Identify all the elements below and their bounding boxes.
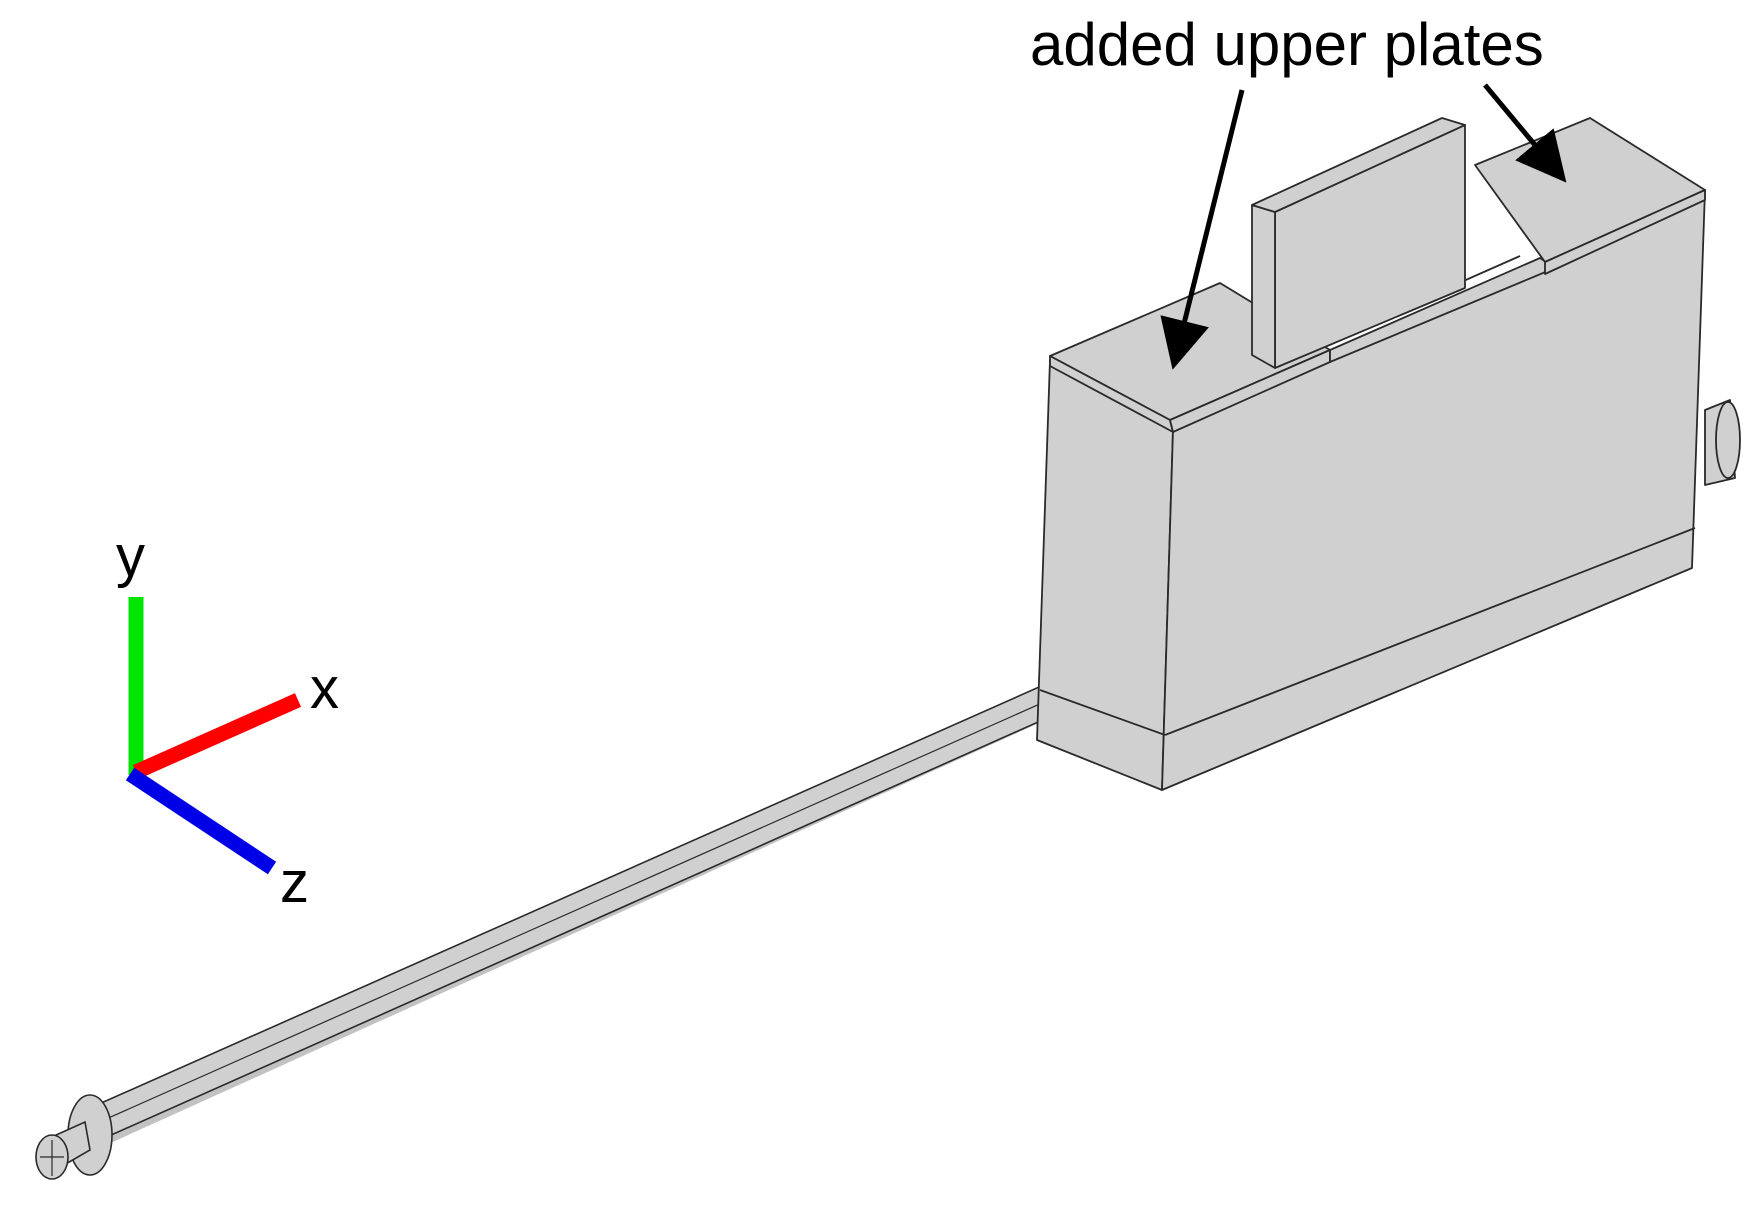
upper-plate-right-front bbox=[1544, 189, 1706, 275]
arrow-left-plate bbox=[1160, 89, 1245, 370]
housing-bottom-band-left bbox=[1039, 689, 1166, 736]
y-axis-label: y bbox=[116, 524, 145, 589]
housing-block bbox=[1036, 117, 1741, 791]
annotation-arrows bbox=[1160, 83, 1567, 370]
middle-plate-top bbox=[1251, 117, 1466, 213]
housing-bottom-band bbox=[1164, 527, 1696, 736]
z-axis-line bbox=[125, 767, 277, 875]
z-axis-label: z bbox=[280, 850, 309, 915]
arrow-right-plate bbox=[1483, 83, 1567, 183]
housing-left-face bbox=[1036, 359, 1174, 791]
annotation-label: added upper plates bbox=[1030, 11, 1544, 78]
axis-triad: y x z bbox=[116, 524, 339, 915]
shaft-centerline bbox=[94, 674, 1106, 1125]
x-axis-label: x bbox=[310, 656, 339, 721]
x-axis-line bbox=[132, 693, 302, 779]
rear-shaft-cap bbox=[1715, 401, 1741, 479]
middle-plate-side bbox=[1251, 204, 1276, 369]
